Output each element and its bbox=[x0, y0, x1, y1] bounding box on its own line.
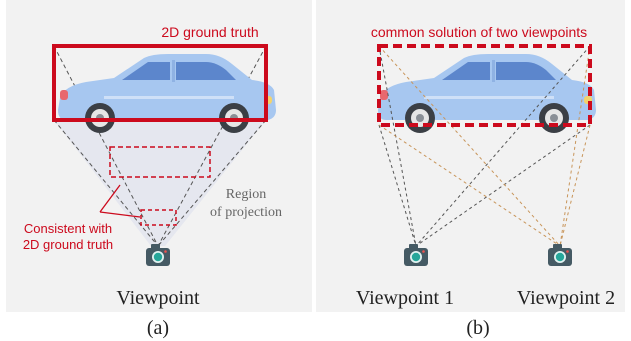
viewpoint-1-label: Viewpoint 1 bbox=[356, 287, 454, 309]
viewpoint-2-label: Viewpoint 2 bbox=[517, 287, 615, 309]
caption-b: (b) bbox=[466, 317, 489, 339]
car-icon bbox=[378, 54, 596, 133]
viewpoint-label: Viewpoint bbox=[116, 287, 200, 309]
common-solution-box bbox=[377, 44, 592, 127]
consistent-label-line2: 2D ground truth bbox=[23, 237, 113, 252]
ground-truth-label-bg bbox=[152, 23, 270, 41]
projection-region bbox=[54, 120, 266, 246]
consistent-pointers bbox=[99, 184, 141, 218]
camera-icon bbox=[146, 244, 170, 266]
camera-icon bbox=[404, 244, 428, 266]
region-label-line1: Region bbox=[226, 187, 266, 202]
region-label-line2: of projection bbox=[210, 205, 282, 220]
consistent-box-small bbox=[140, 209, 177, 226]
consistent-label-line1: Consistent with bbox=[24, 221, 112, 236]
ground-truth-label: 2D ground truth bbox=[161, 24, 258, 40]
ground-truth-box bbox=[52, 44, 268, 122]
projection-rays-viewpoint-2 bbox=[378, 45, 591, 247]
caption-a: (a) bbox=[147, 317, 169, 339]
camera-icon bbox=[548, 244, 572, 266]
consistent-box-large bbox=[109, 146, 211, 178]
common-solution-label-bg bbox=[350, 23, 608, 41]
common-solution-label: common solution of two viewpoints bbox=[371, 24, 587, 40]
projection-rays-viewpoint-1 bbox=[378, 45, 591, 247]
panel-b-background bbox=[316, 0, 625, 312]
